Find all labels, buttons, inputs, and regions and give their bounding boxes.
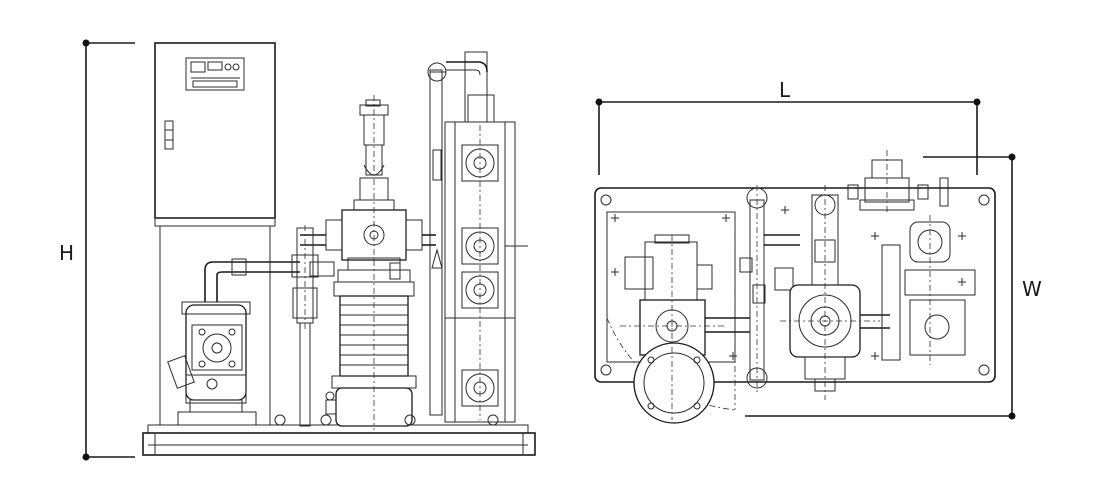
pump-motor-left bbox=[167, 258, 300, 426]
right-manifold-column bbox=[444, 51, 528, 423]
indicator-strip bbox=[164, 120, 174, 150]
right-tank-top bbox=[881, 215, 976, 365]
length-label: L bbox=[779, 78, 791, 102]
central-vessel-top bbox=[780, 185, 890, 400]
width-dimension-line bbox=[745, 153, 1016, 420]
vertical-pipe bbox=[389, 62, 447, 416]
length-dimension-line bbox=[595, 98, 981, 175]
valve-assembly-center bbox=[300, 95, 436, 271]
control-cabinet bbox=[154, 42, 276, 425]
width-label: W bbox=[1022, 277, 1042, 301]
base-bolts bbox=[274, 414, 499, 426]
pump-motor-top bbox=[620, 234, 750, 424]
controller-display bbox=[185, 57, 245, 91]
center-pipework bbox=[739, 185, 800, 395]
crosshair-marks bbox=[611, 206, 966, 360]
top-right-valves bbox=[847, 150, 949, 215]
riser-pipe-left bbox=[291, 225, 335, 427]
front-view bbox=[82, 39, 536, 461]
base-frame bbox=[142, 424, 536, 456]
base-plate bbox=[594, 187, 996, 383]
pressure-vessel bbox=[325, 260, 417, 430]
height-label: H bbox=[59, 241, 75, 265]
top-view bbox=[594, 98, 1016, 424]
height-dimension-line bbox=[82, 39, 135, 461]
